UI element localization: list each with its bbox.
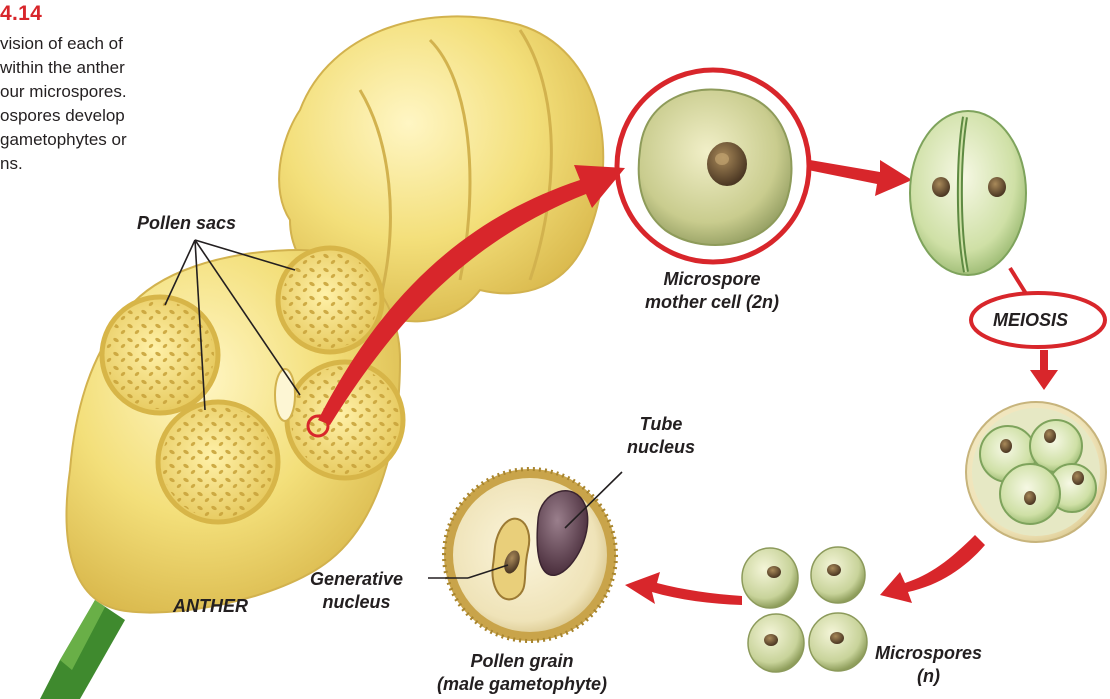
microspores-group [742, 547, 867, 672]
label-meiosis: MEIOSIS [993, 309, 1068, 332]
label-generative-nucleus: Generative nucleus [310, 568, 403, 614]
label-microspores: Microspores (n) [875, 642, 982, 688]
caption-line: ospores develop [0, 104, 190, 128]
label-pollen-grain: Pollen grain (male gametophyte) [437, 650, 607, 696]
caption-line: within the anther [0, 56, 190, 80]
label-anther: ANTHER [173, 595, 248, 618]
figure-caption: vision of each of within the anther our … [0, 32, 190, 176]
label-line: (male gametophyte) [437, 673, 607, 696]
label-line: nucleus [627, 436, 695, 459]
label-tube-nucleus: Tube nucleus [627, 413, 695, 459]
caption-line: gametophytes or [0, 128, 190, 152]
pollen-grain [444, 469, 616, 641]
figure-number: 4.14 [0, 2, 42, 26]
label-microspore-mother-cell: Microspore mother cell (2n) [645, 268, 779, 314]
label-line: Microspores [875, 642, 982, 665]
tetrad-cell [966, 402, 1106, 542]
arrow-microspores-to-pollen [625, 572, 742, 605]
label-line: mother cell (2n) [645, 291, 779, 314]
arrow-mother-to-dyad [808, 160, 912, 196]
label-pollen-sacs: Pollen sacs [137, 212, 236, 235]
dyad-cell [910, 111, 1026, 275]
arrow-tetrad-to-microspores [880, 535, 985, 603]
label-line: Tube [627, 413, 695, 436]
label-line: Generative [310, 568, 403, 591]
caption-line: ns. [0, 152, 190, 176]
label-line: Microspore [645, 268, 779, 291]
arrow-meiosis-to-tetrad [1030, 350, 1058, 390]
label-line: (n) [875, 665, 982, 688]
microspore-mother-cell [617, 70, 809, 262]
label-line: Pollen grain [437, 650, 607, 673]
label-line: nucleus [310, 591, 403, 614]
caption-line: vision of each of [0, 32, 190, 56]
caption-line: our microspores. [0, 80, 190, 104]
